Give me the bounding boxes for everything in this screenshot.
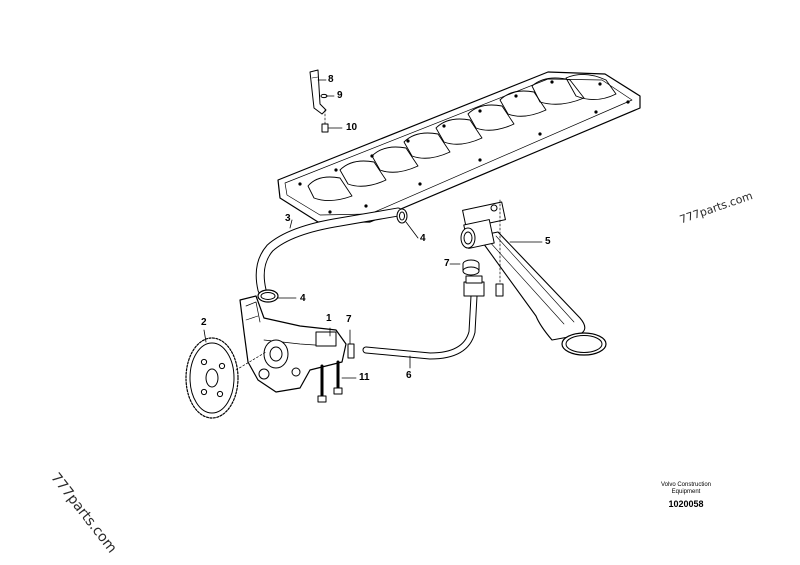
- o-ring-part-7-upper: [462, 259, 480, 276]
- callout-2: 2: [201, 317, 207, 328]
- manufacturer-credit: Volvo Construction Equipment: [638, 482, 734, 496]
- gear-part-2: [185, 337, 267, 419]
- clamp-part-4-lower: [257, 289, 279, 303]
- bracket-part-8: [309, 69, 327, 115]
- o-ring-part-7-lower: [347, 343, 355, 359]
- bolt-part-11: [317, 360, 343, 403]
- callout-9: 9: [337, 90, 343, 101]
- credit-line-1: Volvo Construction: [660, 482, 712, 488]
- callout-6: 6: [406, 370, 412, 381]
- credit-line-2: Equipment: [671, 489, 701, 495]
- oil-pump-part-1: [239, 295, 347, 393]
- screen-ring: [561, 332, 607, 356]
- document-number: 1020058: [668, 499, 704, 509]
- callout-11: 11: [359, 372, 370, 383]
- pipe-part-6: [362, 275, 485, 360]
- callout-7-upper: 7: [444, 258, 450, 269]
- suction-pipe-part-5: [460, 199, 586, 341]
- callout-1: 1: [326, 313, 332, 324]
- clamp-part-4-upper: [396, 208, 408, 224]
- hose-part-3: [255, 207, 403, 295]
- callout-3: 3: [285, 213, 291, 224]
- callout-10: 10: [346, 122, 358, 133]
- callout-5: 5: [545, 236, 551, 247]
- callout-7-lower: 7: [346, 314, 352, 325]
- callout-4-lower: 4: [300, 293, 306, 304]
- leader-lines: [203, 79, 543, 379]
- callout-8: 8: [328, 74, 334, 85]
- callout-4-upper: 4: [420, 233, 426, 244]
- oil-pan-gasket: [277, 71, 641, 223]
